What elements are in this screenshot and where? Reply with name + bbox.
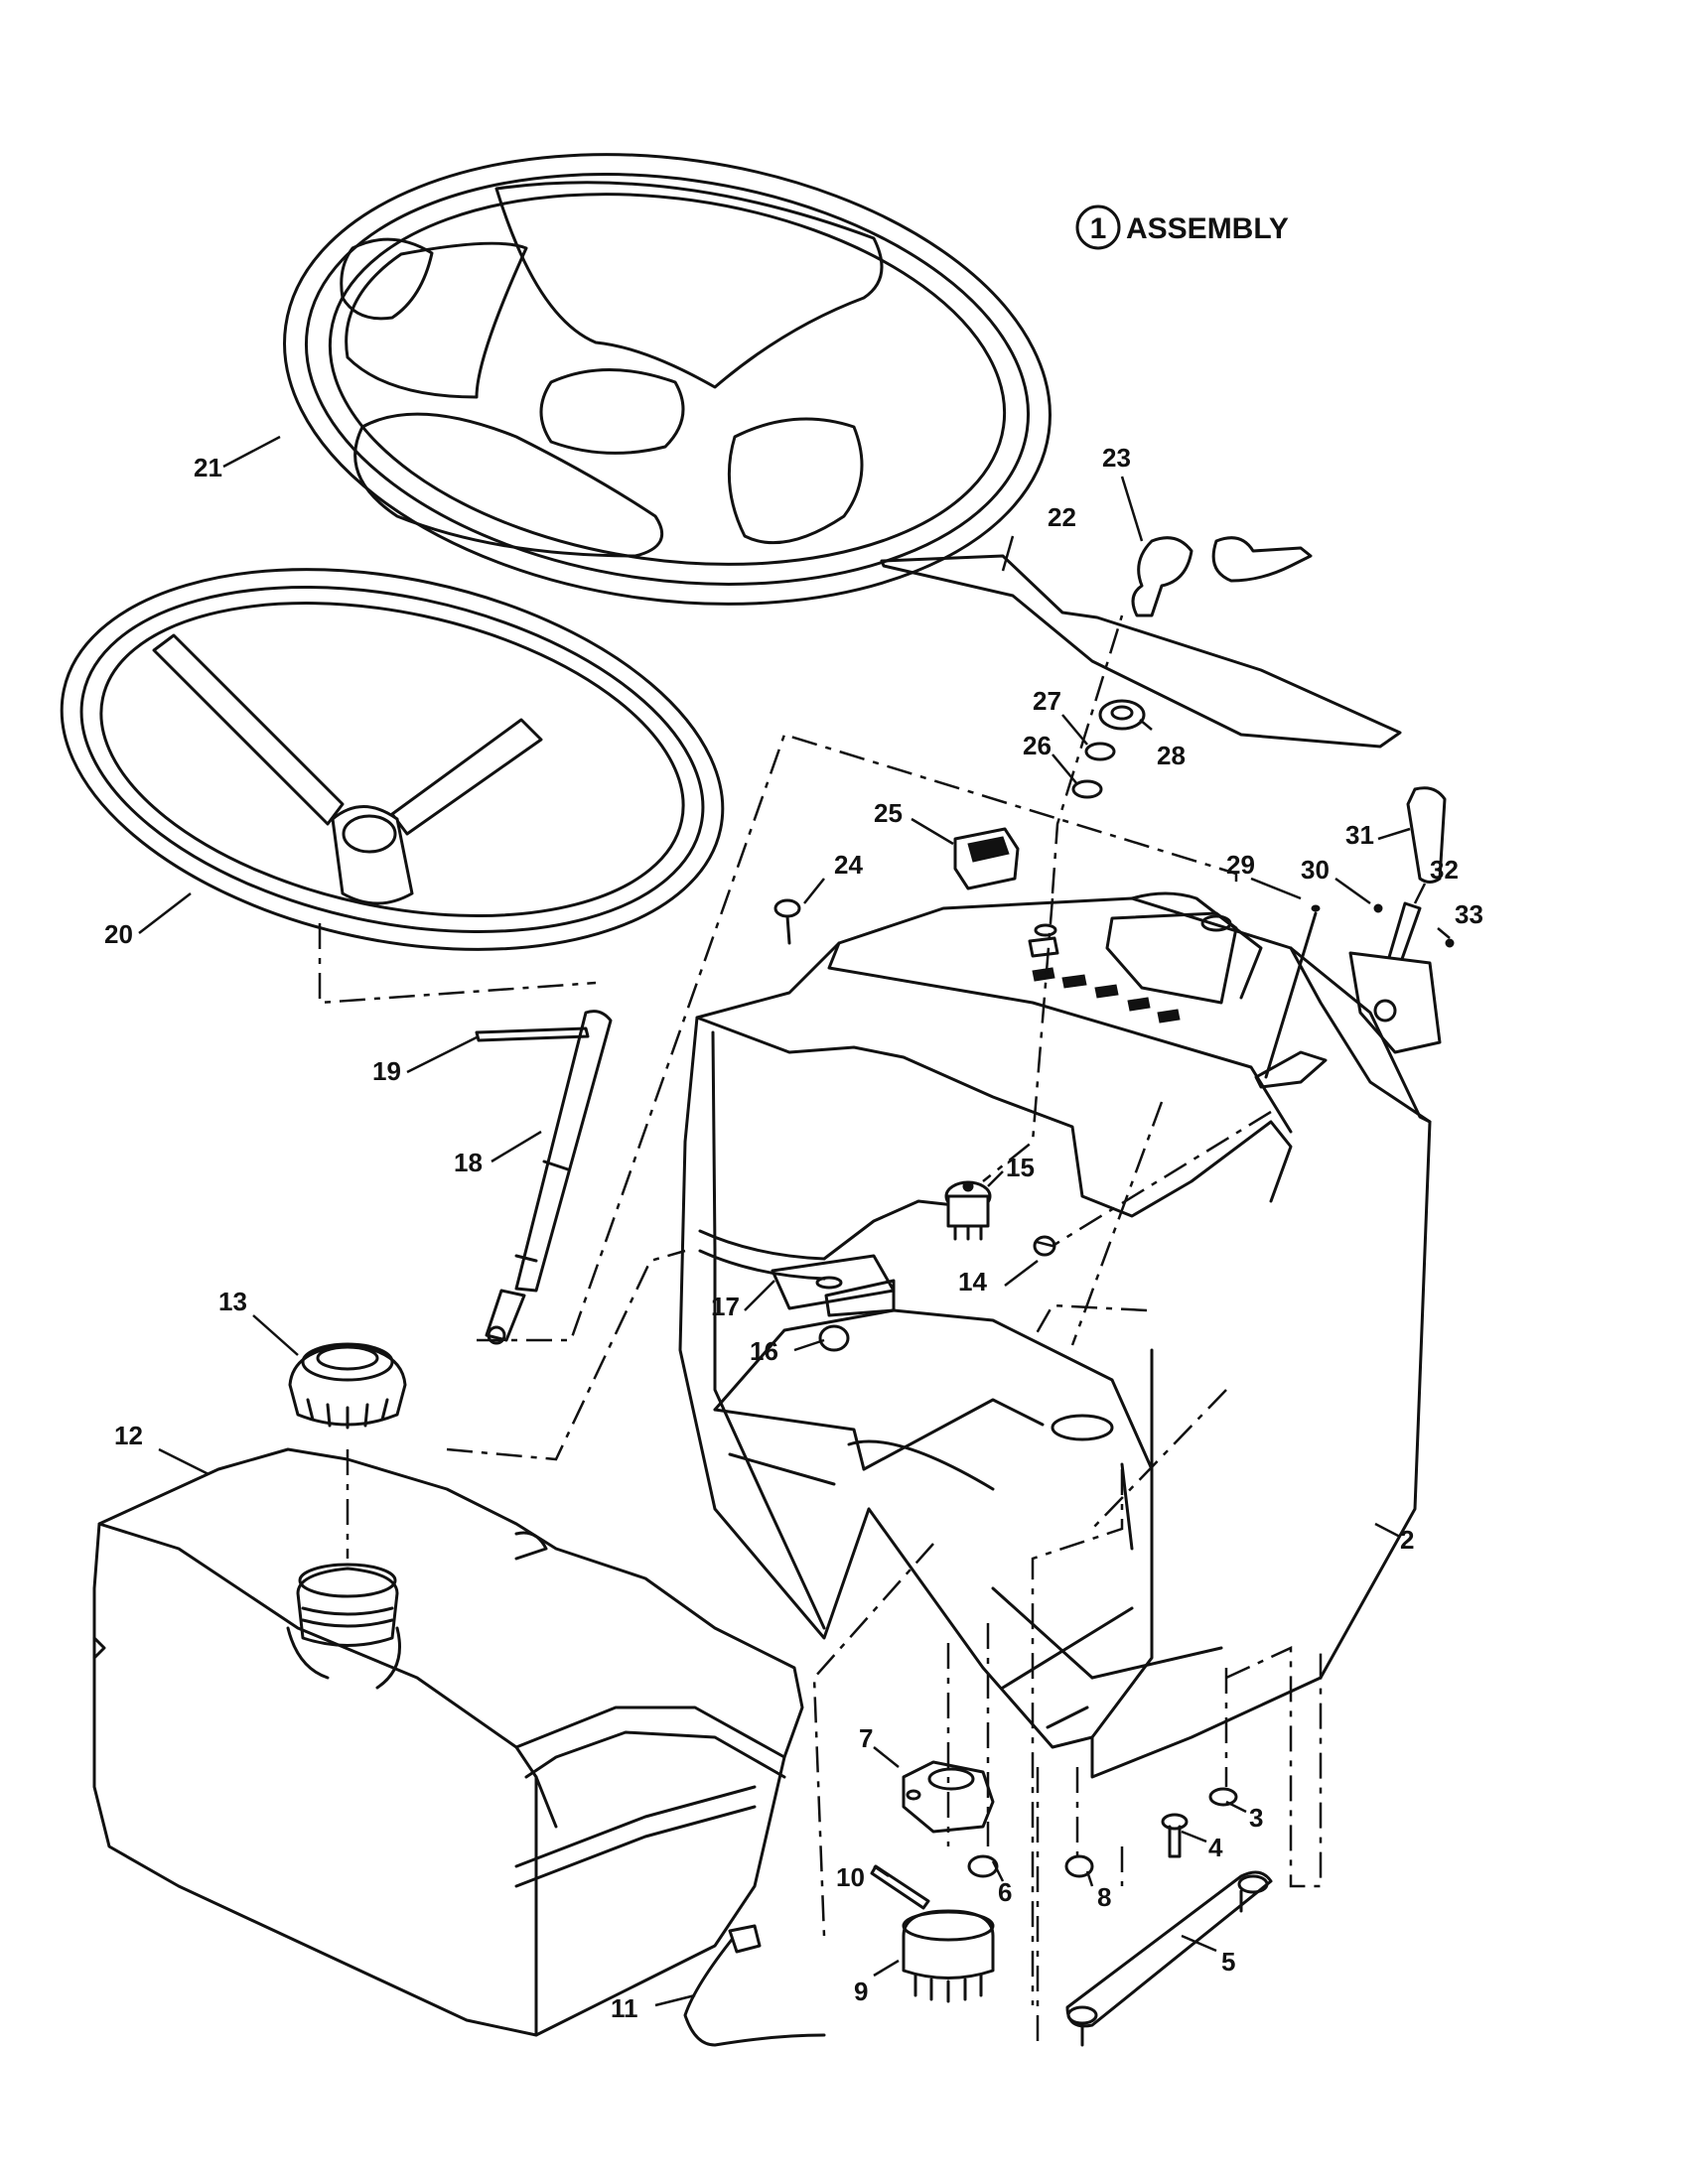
callout-11: 11 bbox=[611, 1993, 638, 2023]
callout-17: 17 bbox=[711, 1292, 740, 1321]
dash-decal bbox=[880, 554, 1402, 749]
callout-8: 8 bbox=[1097, 1882, 1111, 1912]
callout-10: 10 bbox=[836, 1862, 865, 1892]
pin-10 bbox=[870, 1864, 930, 1910]
callout-21: 21 bbox=[194, 453, 222, 482]
throttle-handle bbox=[1406, 786, 1447, 884]
callout-27: 27 bbox=[1033, 686, 1061, 716]
callout-12: 12 bbox=[114, 1421, 143, 1450]
callout-14: 14 bbox=[958, 1267, 987, 1297]
nut-33 bbox=[1445, 938, 1455, 948]
bolt-4 bbox=[1161, 1813, 1189, 1858]
callout-32: 32 bbox=[1430, 855, 1459, 885]
callout-20: 20 bbox=[104, 919, 133, 949]
steering-wheel-upper bbox=[283, 153, 1052, 606]
nut-6 bbox=[967, 1854, 999, 1878]
fuel-cap bbox=[288, 1342, 407, 1430]
nut-16 bbox=[818, 1324, 850, 1352]
callout-18: 18 bbox=[454, 1148, 483, 1177]
bracket-5 bbox=[1065, 1870, 1273, 2047]
connector-9 bbox=[902, 1909, 995, 2003]
callout-25: 25 bbox=[874, 798, 903, 828]
screw-29 bbox=[1264, 904, 1321, 1079]
throttle-lever bbox=[1348, 901, 1442, 1054]
assembly-number: 1 bbox=[1090, 212, 1107, 245]
callout-7: 7 bbox=[859, 1723, 873, 1753]
callout-6: 6 bbox=[998, 1877, 1012, 1907]
fuel-line bbox=[683, 1924, 826, 2047]
washer-26 bbox=[1071, 779, 1103, 799]
assembly-label: 1 ASSEMBLY bbox=[1075, 205, 1289, 250]
callout-15: 15 bbox=[1006, 1153, 1035, 1182]
assembly-lines bbox=[318, 614, 1323, 2045]
callout-5: 5 bbox=[1221, 1947, 1235, 1977]
washer-27 bbox=[1084, 742, 1116, 761]
callout-13: 13 bbox=[218, 1287, 247, 1316]
leader-lines bbox=[138, 435, 1451, 2007]
roll-pin bbox=[475, 1026, 590, 1042]
dash-console bbox=[678, 891, 1432, 1779]
light-switch bbox=[953, 827, 1020, 890]
callout-22: 22 bbox=[1048, 502, 1076, 532]
callout-23: 23 bbox=[1102, 443, 1131, 473]
callout-33: 33 bbox=[1455, 899, 1483, 929]
screw-24 bbox=[773, 898, 801, 945]
key-switch-nut bbox=[1098, 699, 1146, 731]
callout-29: 29 bbox=[1226, 850, 1255, 880]
callout-30: 30 bbox=[1301, 855, 1330, 885]
callout-28: 28 bbox=[1157, 741, 1186, 770]
callout-labels: 2 3 4 5 6 7 8 9 10 11 12 13 14 15 16 17 … bbox=[104, 443, 1483, 2023]
callout-24: 24 bbox=[834, 850, 863, 880]
assembly-title: ASSEMBLY bbox=[1126, 212, 1289, 245]
steering-wheel-lower bbox=[60, 568, 725, 951]
fuel-tank bbox=[92, 1447, 804, 2037]
callout-3: 3 bbox=[1249, 1803, 1263, 1833]
steering-shaft bbox=[485, 1010, 613, 1345]
callout-2: 2 bbox=[1400, 1525, 1414, 1555]
washer-30 bbox=[1373, 903, 1383, 913]
callout-19: 19 bbox=[372, 1056, 401, 1086]
callout-31: 31 bbox=[1345, 820, 1374, 850]
nut-8 bbox=[1064, 1854, 1094, 1878]
callout-26: 26 bbox=[1023, 731, 1052, 760]
ignition-keys bbox=[1131, 536, 1313, 617]
callout-9: 9 bbox=[854, 1977, 868, 2006]
plate-17 bbox=[771, 1254, 896, 1310]
callout-16: 16 bbox=[750, 1336, 778, 1366]
callout-4: 4 bbox=[1208, 1833, 1223, 1862]
ignition-switch bbox=[944, 1180, 992, 1241]
washer-3 bbox=[1208, 1787, 1238, 1807]
